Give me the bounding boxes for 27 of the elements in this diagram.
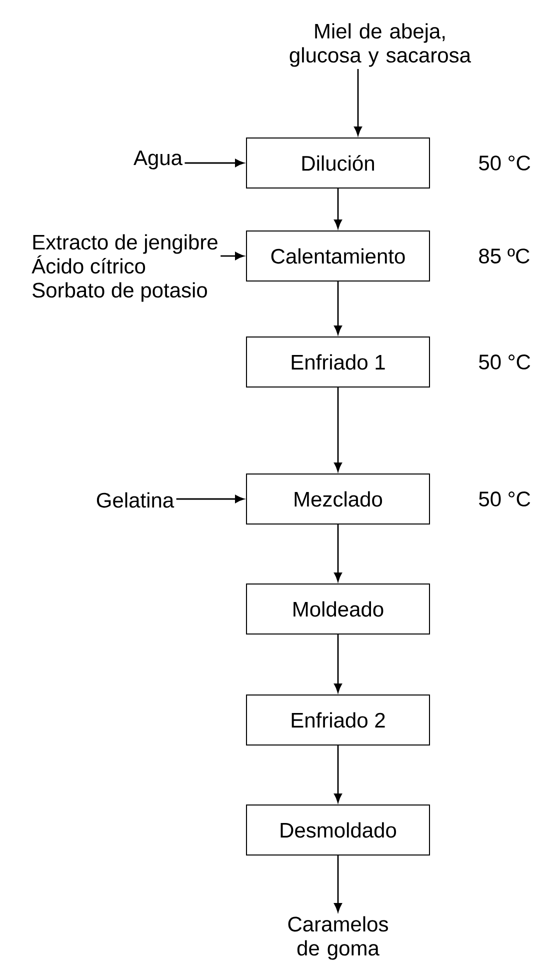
arrow: [334, 746, 342, 803]
arrow: [334, 188, 342, 229]
product-label: Miel de abeja, glucosa y sacarosa: [290, 23, 471, 67]
arrow: [184, 159, 244, 167]
temperature-label: 50 °C: [479, 156, 530, 170]
arrow: [334, 856, 342, 912]
temperature-label: 85 ºC: [479, 248, 530, 264]
process-box: Dilución: [246, 138, 430, 188]
arrow: [334, 282, 342, 335]
arrow: [334, 388, 342, 472]
process-box: Mezclado: [246, 474, 430, 524]
temperature-label: 50 °C: [479, 492, 530, 506]
process-box: Calentamiento: [246, 230, 430, 282]
input-label: Extracto de jengibre Ácido cítrico Sorbato de potasio: [32, 234, 218, 302]
input-label: Agua: [134, 150, 183, 170]
process-box: Desmoldado: [246, 804, 430, 856]
arrow: [354, 68, 362, 136]
process-box: Enfriado 1: [246, 336, 430, 388]
arrow: [176, 495, 244, 503]
temperature-label: 50 °C: [479, 354, 530, 370]
input-label: Gelatina: [96, 492, 174, 508]
arrow: [334, 634, 342, 693]
product-label: Caramelos de goma: [288, 916, 388, 960]
arrow: [220, 252, 244, 260]
process-box: Moldeado: [246, 584, 430, 634]
process-box: Enfriado 2: [246, 694, 430, 746]
arrow: [334, 524, 342, 582]
